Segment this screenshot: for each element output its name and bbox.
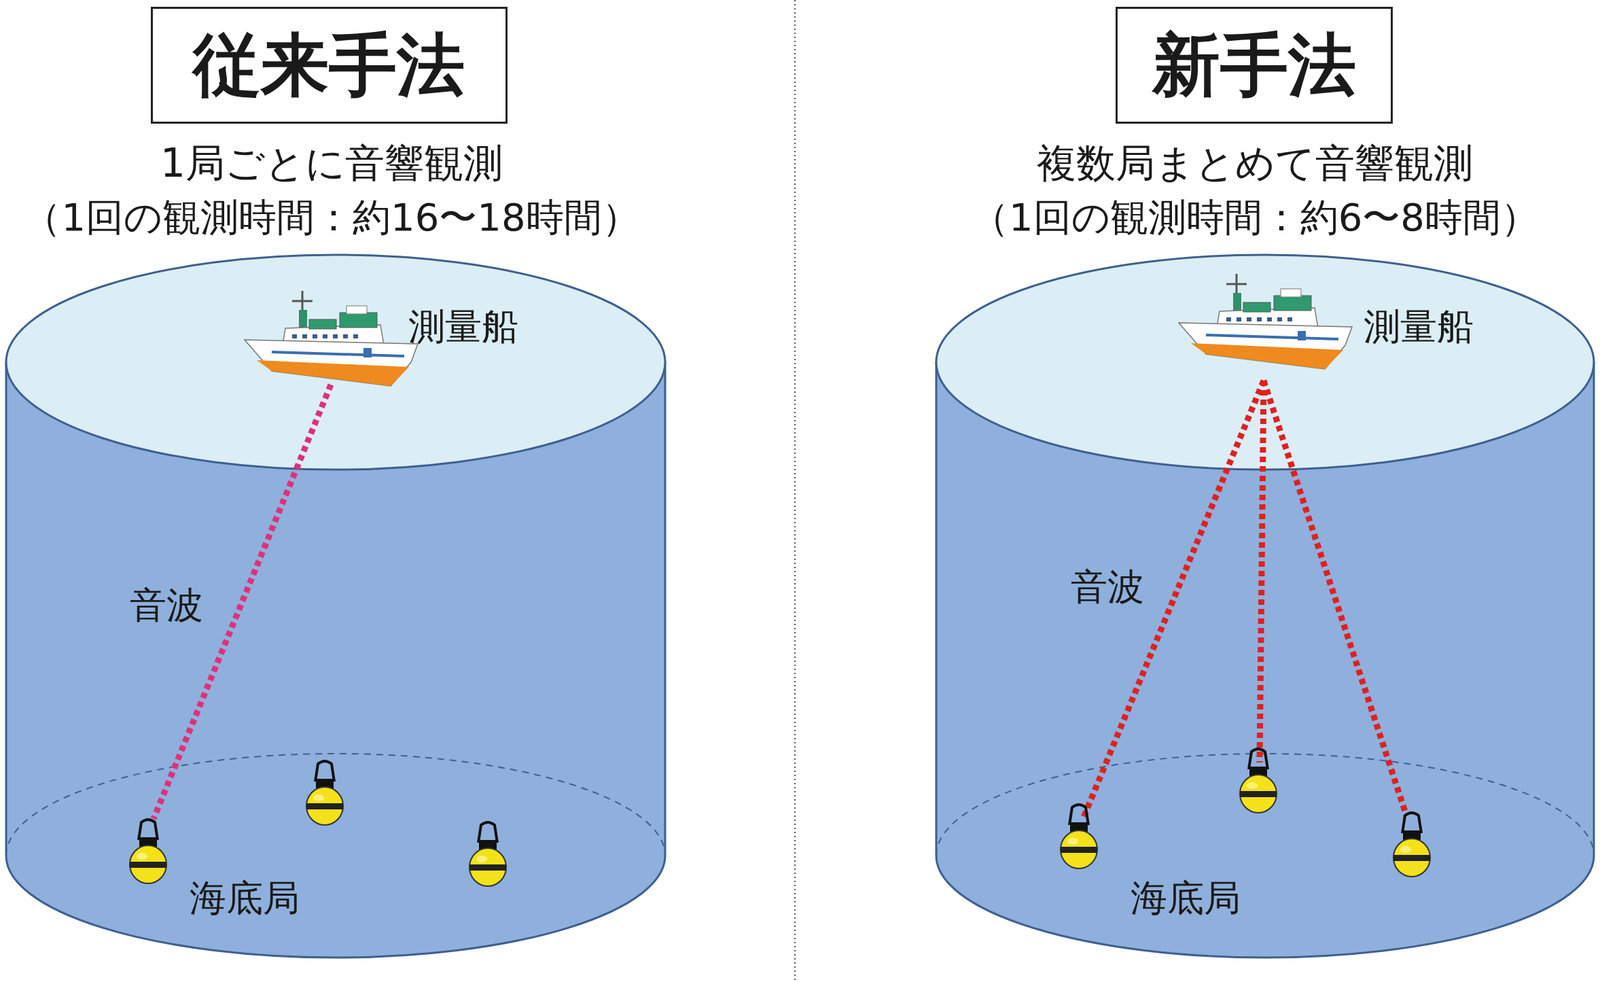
part-label: 音波 bbox=[1070, 565, 1145, 609]
part-label: 海底局 bbox=[189, 877, 300, 920]
part-label: 海底局 bbox=[1130, 877, 1241, 920]
title-text: 新手法 bbox=[1152, 27, 1357, 103]
subtitle: （1回の観測時間：約16〜18時間） bbox=[23, 195, 640, 240]
part-label: 測量船 bbox=[1363, 305, 1474, 348]
part-label: 測量船 bbox=[408, 305, 519, 348]
subtitle: （1回の観測時間：約6〜8時間） bbox=[970, 195, 1539, 240]
title-box: 新手法 bbox=[1115, 6, 1393, 124]
subtitle: 複数局まとめて音響観測 bbox=[1036, 140, 1473, 187]
title-box: 従来手法 bbox=[150, 6, 508, 124]
part-label: 音波 bbox=[129, 584, 204, 627]
subtitle: 1局ごとに音響観測 bbox=[160, 140, 503, 187]
title-text: 従来手法 bbox=[192, 27, 465, 103]
